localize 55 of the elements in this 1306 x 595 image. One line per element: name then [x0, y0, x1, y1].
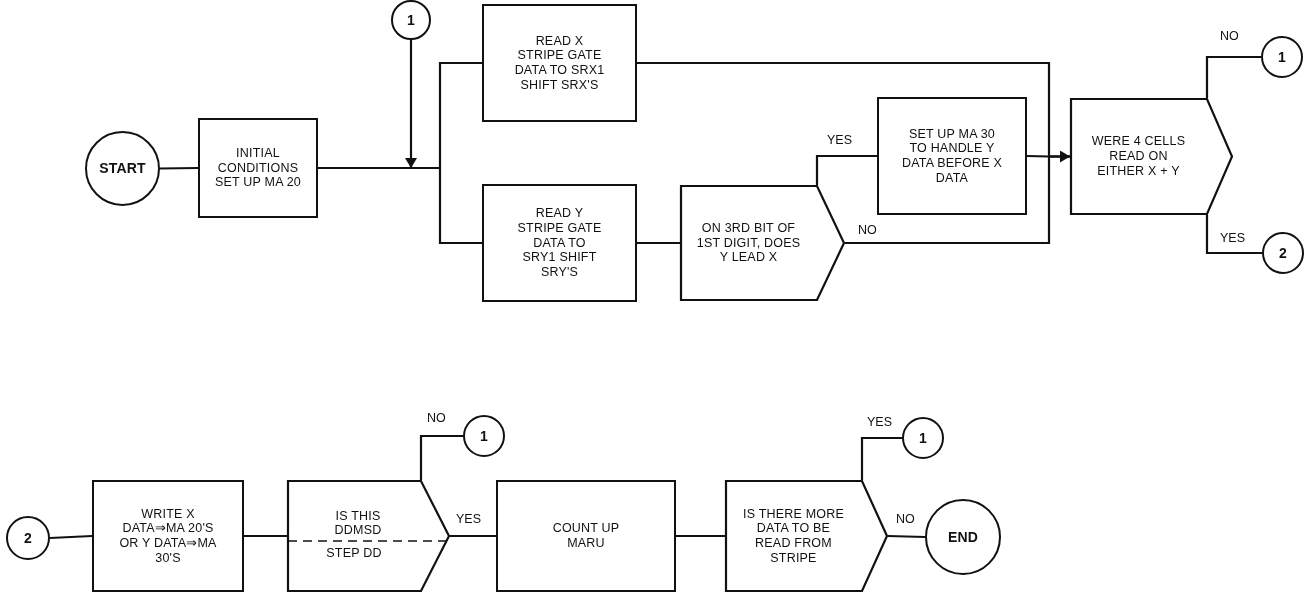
connector-circle	[1262, 232, 1304, 274]
terminal-text: START	[99, 160, 146, 177]
connector-line	[860, 436, 902, 480]
connector-line	[450, 534, 496, 538]
decision-text: WERE 4 CELLS READ ON EITHER X + Y	[1090, 134, 1187, 179]
decision-text: IS THIS DDMSD	[333, 508, 383, 538]
terminal-text: END	[947, 528, 979, 546]
decision-text: ON 3RD BIT OF 1ST DIGIT, DOES Y LEAD X	[696, 220, 801, 266]
connector-line	[637, 61, 1051, 157]
process-box	[482, 4, 637, 122]
decision-text: IS THERE MORE DATA TO BE READ FROM STRIPE	[742, 506, 845, 566]
connector-circle	[6, 516, 50, 560]
connector-line	[1205, 55, 1261, 98]
step-text: INITIAL CONDITIONS SET UP MA 20	[214, 145, 302, 191]
connector-circle	[391, 0, 431, 40]
connector-circle	[463, 415, 505, 457]
process-box	[482, 184, 637, 302]
process-box	[877, 97, 1027, 215]
connector-circle	[902, 417, 944, 459]
connector-line	[160, 166, 198, 170]
connector-number: 2	[1279, 244, 1287, 262]
connector-line	[419, 434, 463, 480]
connector-number: 1	[1278, 48, 1286, 66]
process-box	[92, 480, 244, 592]
step-text: READ X STRIPE GATE DATA TO SRX1 SHIFT SRX'S	[513, 33, 606, 93]
connector-line	[49, 534, 93, 540]
connector-line	[887, 534, 926, 539]
connector-line	[244, 534, 287, 538]
arrow	[405, 40, 417, 168]
connector-line	[1205, 215, 1262, 255]
connector-number: 1	[480, 427, 488, 445]
connector-line	[676, 534, 725, 538]
connector-line	[815, 154, 877, 185]
process-box	[496, 480, 676, 592]
step-text: COUNT UP MARU	[551, 521, 621, 551]
step-text: READ Y STRIPE GATE DATA TO SRY1 SHIFT SRY'S	[517, 206, 602, 280]
connector-line	[438, 61, 482, 168]
connector-line	[1049, 155, 1070, 158]
connector-number: 1	[407, 11, 415, 29]
step-text: SET UP MA 30 TO HANDLE Y DATA BEFORE X DATA	[900, 126, 1004, 186]
connector-line	[845, 156, 1051, 245]
decision-text: STEP DD	[325, 546, 383, 561]
step-text: WRITE X DATA⇒MA 20'S OR Y DATA⇒MA 30'S	[118, 506, 218, 566]
connector-line	[438, 168, 482, 245]
connector-line	[318, 166, 440, 170]
connector-line	[1026, 154, 1050, 158]
connector-number: 1	[919, 429, 927, 447]
decision-shape	[1070, 98, 1233, 215]
decision-shape	[725, 480, 888, 592]
process-box	[198, 118, 318, 218]
connector-circle	[1261, 36, 1303, 78]
decision-shape	[680, 185, 845, 301]
decision-shape	[287, 480, 450, 592]
connector-line	[637, 241, 680, 245]
connector-number: 2	[24, 529, 32, 547]
